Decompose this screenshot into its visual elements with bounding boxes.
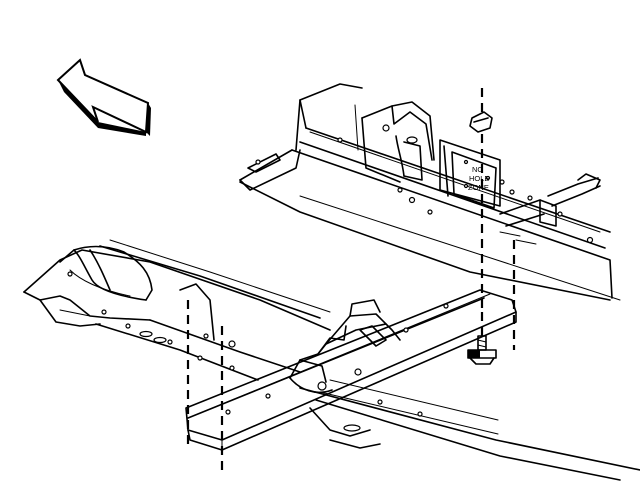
- no-hole-zone-line3: ZONE: [468, 183, 489, 192]
- upper-frame-rail: [239, 83, 621, 301]
- no-hole-zone-line2: HOLE: [469, 174, 489, 183]
- front-direction-arrow-icon: [56, 58, 151, 136]
- upper-mount-bracket: [361, 101, 501, 207]
- lower-frame-rail: [23, 239, 331, 381]
- upper-nut: [469, 111, 493, 133]
- lower-bolt: [467, 335, 497, 365]
- no-hole-zone-label: NO HOLE ZONE: [451, 151, 497, 209]
- crossmember: [185, 289, 517, 451]
- upper-right-stud: [499, 173, 601, 227]
- lower-frame-rail-right: [299, 379, 640, 481]
- no-hole-zone-line1: NO: [472, 165, 483, 174]
- alignment-lines: [186, 88, 516, 470]
